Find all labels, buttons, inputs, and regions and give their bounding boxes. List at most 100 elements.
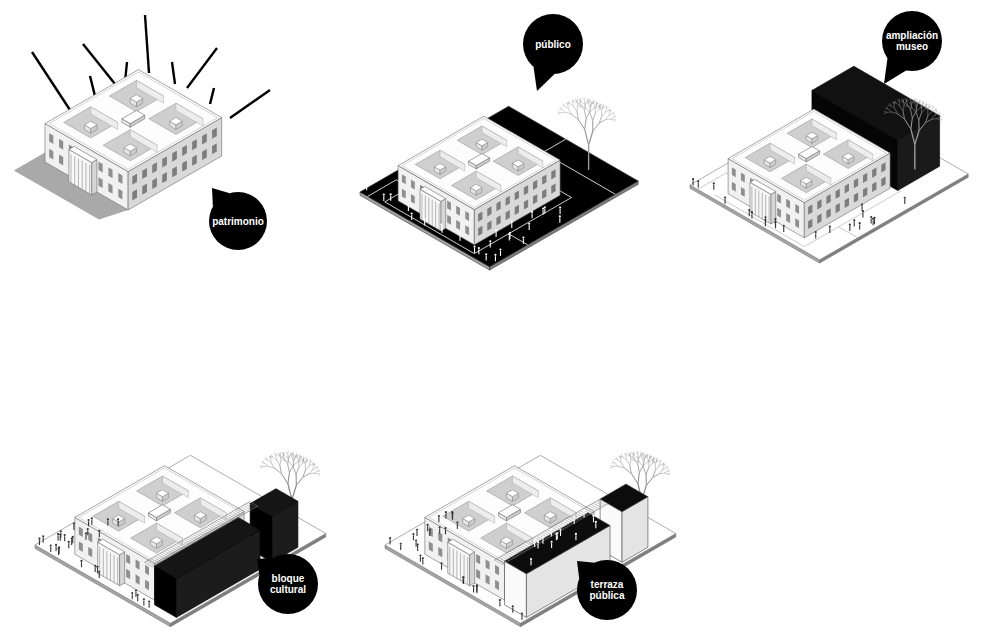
courtyard [781, 164, 831, 193]
tree-branch [638, 458, 639, 462]
panel-museum [690, 66, 968, 263]
tree-branch [591, 103, 593, 106]
tree-branch [903, 111, 905, 119]
tree-branch [895, 109, 898, 114]
tree-branch [916, 99, 917, 102]
courtyard [131, 523, 183, 553]
portico-column [82, 161, 83, 190]
portico-column [762, 193, 763, 219]
tree-branch [919, 123, 925, 131]
person-head [697, 180, 699, 182]
window [826, 208, 830, 218]
window [402, 174, 406, 184]
person [474, 248, 475, 253]
tree-branch [655, 466, 659, 470]
window [411, 194, 415, 204]
tree-branch [646, 474, 647, 485]
window [152, 162, 157, 173]
person-head [512, 605, 514, 607]
pergola-slat [193, 534, 201, 539]
person [71, 540, 72, 545]
portico-column [70, 154, 71, 183]
tree-branch [610, 110, 612, 112]
person-head [135, 590, 137, 592]
person [543, 210, 544, 215]
window [59, 155, 63, 166]
window [182, 161, 187, 172]
roof-skylight-top [842, 153, 853, 160]
pergola-slat [182, 541, 190, 546]
window [808, 219, 812, 229]
tree-branch [938, 113, 941, 114]
tree-branch [316, 466, 318, 468]
portico-column [460, 553, 461, 581]
tree-branch [926, 104, 927, 107]
tree-branch [932, 118, 937, 120]
person [87, 530, 88, 535]
tree-branch [266, 457, 268, 460]
tree-branch [566, 102, 568, 105]
tree-branch [270, 458, 272, 462]
person-head [415, 539, 417, 541]
window [192, 155, 197, 166]
tree-branch [921, 107, 922, 113]
window [145, 580, 149, 590]
window [542, 175, 546, 185]
tree-branch [585, 105, 586, 109]
tree-branch [644, 456, 646, 460]
tree-branch [313, 468, 316, 470]
window [136, 559, 140, 569]
tree-branch [914, 99, 916, 102]
pergola-slat [245, 504, 253, 509]
pergola-slat [565, 519, 573, 524]
pergola-slat [512, 550, 520, 555]
tree-branch [643, 462, 647, 466]
tree-branch [578, 120, 584, 130]
tree-branch [636, 451, 638, 454]
window [551, 184, 555, 194]
portico-top [69, 146, 97, 162]
person [725, 199, 726, 204]
tree-branch [936, 118, 939, 120]
pergola-slat [556, 525, 564, 530]
pergola-slat [228, 514, 236, 519]
tree-branch [912, 108, 916, 112]
person-head [444, 527, 446, 529]
person [429, 531, 430, 536]
tree-branch [317, 469, 319, 471]
window [88, 532, 92, 542]
tree-branch [283, 458, 285, 460]
person [500, 251, 501, 256]
person [463, 579, 464, 584]
callout-text: público [525, 39, 581, 50]
pergola-slat [206, 527, 214, 532]
window [132, 189, 137, 200]
cultural-block-top [155, 517, 261, 578]
pergola-slat [145, 562, 153, 567]
window [741, 173, 745, 183]
tree-branch [594, 104, 596, 108]
window [162, 156, 167, 167]
people [389, 511, 523, 620]
tree-branch [936, 117, 939, 119]
tree-branch [613, 460, 615, 463]
person [39, 540, 40, 545]
site-plate-top [385, 455, 676, 623]
window [202, 149, 207, 160]
tree-branch [649, 458, 650, 462]
person-head [422, 557, 424, 559]
tree-branch [668, 474, 670, 475]
tree-branch [294, 456, 296, 460]
tree-branch [633, 458, 635, 460]
person [459, 236, 460, 241]
person-head [143, 598, 145, 600]
person-head [499, 249, 501, 251]
portico-column [99, 547, 100, 575]
tree-branch [568, 101, 570, 104]
person-head [87, 528, 89, 530]
person [815, 233, 816, 238]
person-head [462, 576, 464, 578]
tree-branch [660, 460, 662, 462]
tree-branch [897, 99, 899, 102]
window [136, 574, 140, 584]
